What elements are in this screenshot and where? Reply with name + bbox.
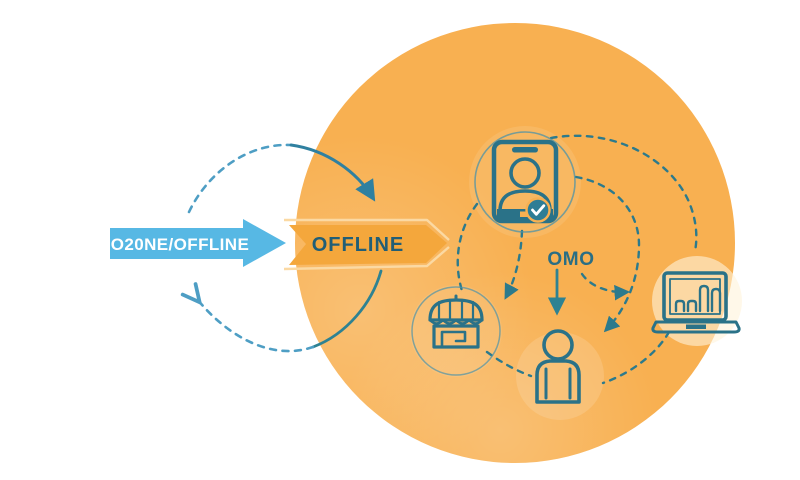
smartphone-user-check-icon [474,131,576,233]
arc-left-phone-store [456,202,479,296]
source-arrow-shape [110,219,286,267]
store-ring [411,286,501,376]
arc-phone-to-laptop [549,134,698,253]
laptop-base-notch [686,324,706,329]
store-body [432,324,480,349]
person-arms [544,367,572,400]
phone-body [491,139,559,224]
check-icon [531,204,546,216]
laptop-screen [662,271,728,322]
circle-shade-bottom [340,270,660,463]
chart-bar-2 [686,299,698,313]
storefront-icon [411,286,501,376]
store-door [440,330,467,349]
person-torso [535,359,581,404]
store-awning-scallops [428,318,484,325]
offline-arrow: OFFLINE [283,218,450,271]
arc-store-to-person [485,350,533,378]
person-head [542,329,574,361]
chart-bar-1 [674,299,686,313]
laptop-base [651,320,741,334]
arc-in-solid-arrow [289,143,376,202]
arc-phone-to-store [504,229,524,300]
phone-user-shoulders [498,189,552,213]
phone-ring [474,131,576,233]
person-icon [535,329,581,404]
offline-arrow-shape [289,225,447,265]
arc-laptop-to-person [601,330,671,385]
check-badge [525,197,551,223]
chart-bar-3 [698,284,710,313]
phone-home-button [520,211,530,217]
arc-omo-to-laptop [580,272,631,301]
source-arrow-label: O20NE/OFFLINE [111,235,249,254]
arc-in-dashed [187,143,293,214]
store-awning [428,298,484,322]
flow-arrows [187,134,698,385]
arc-out-solid [311,269,383,349]
store-awning-stripes [437,298,475,322]
laptop-analytics-icon [651,271,741,334]
arc-phone-to-person [574,175,641,333]
chart-bar-4 [710,287,722,313]
phone-user-head [509,157,541,189]
phone-speaker [512,147,538,153]
offline-arrow-label: OFFLINE [312,234,405,256]
offline-arrow-highlight-bottom [283,246,450,271]
arc-out-dashed-arrow [197,299,315,353]
offline-arrow-highlight-top [284,218,450,241]
omo-label: OMO [547,249,594,270]
source-arrow: O20NE/OFFLINE [110,219,286,267]
